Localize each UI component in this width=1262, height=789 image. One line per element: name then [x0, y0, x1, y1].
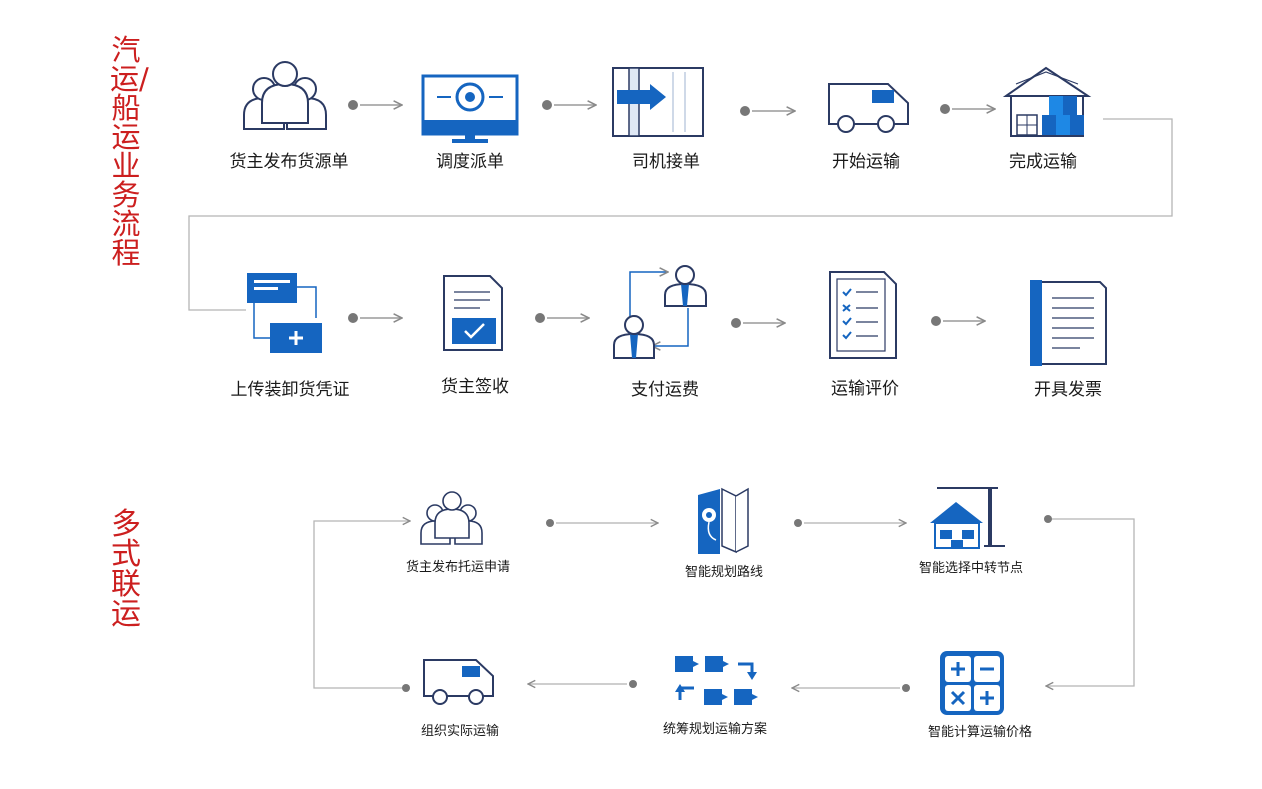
step-label: 组织实际运输 — [420, 724, 500, 739]
flow-arrow — [794, 519, 906, 527]
multimodal-arrows — [313, 515, 1135, 692]
payment-exchange-icon — [613, 265, 707, 359]
upload-docs-icon — [247, 273, 322, 353]
flow-arrow — [940, 104, 995, 114]
step-label: 货主发布货源单 — [229, 152, 349, 172]
signed-document-icon — [443, 275, 503, 351]
flow-arrow — [542, 100, 596, 110]
flow-arrow — [528, 680, 637, 688]
step-label: 开始运输 — [832, 152, 900, 172]
map-route-icon — [698, 487, 749, 554]
flow-arrow — [931, 316, 985, 326]
flow-plan-icon — [675, 656, 758, 705]
checklist-icon — [829, 271, 897, 359]
step-label: 统筹规划运输方案 — [662, 722, 768, 737]
right-loop-connector — [1046, 518, 1135, 686]
row-wrap-connector — [188, 118, 1173, 311]
transfer-house-icon — [930, 487, 1005, 549]
calculator-icon — [940, 651, 1004, 715]
step-label: 智能规划路线 — [684, 565, 764, 580]
truck-icon — [423, 659, 494, 705]
section-title-truck-ship: 汽运/船运业务流程 — [110, 33, 149, 270]
flow-arrow — [348, 100, 402, 110]
warehouse-icon — [1002, 66, 1092, 137]
monitor-dispatch-icon — [421, 74, 519, 143]
step-label: 开具发票 — [1034, 380, 1102, 400]
step-label: 智能计算运输价格 — [927, 725, 1033, 740]
flow-arrow — [740, 106, 795, 116]
step-label: 完成运输 — [1009, 152, 1077, 172]
step-label: 货主发布托运申请 — [405, 560, 511, 575]
step-label: 调度派单 — [436, 152, 504, 172]
truck-icon — [828, 83, 909, 133]
flow-arrow — [546, 519, 658, 527]
invoice-book-icon — [1030, 280, 1107, 366]
step-label: 上传装卸货凭证 — [230, 380, 350, 400]
step-label: 货主签收 — [441, 377, 509, 397]
flow-arrow — [792, 684, 910, 692]
flow-arrow — [535, 313, 589, 323]
step-label: 智能选择中转节点 — [918, 561, 1024, 576]
flow-arrow — [731, 318, 785, 328]
people-icon — [420, 491, 483, 545]
step-label: 司机接单 — [632, 152, 700, 172]
top-flow-arrows — [348, 100, 995, 328]
step-label: 运输评价 — [831, 379, 899, 399]
door-arrow-icon — [612, 67, 704, 137]
people-icon — [243, 61, 327, 130]
step-label: 支付运费 — [631, 380, 699, 400]
flow-arrow — [348, 313, 402, 323]
section-title-multimodal: 多式联运 — [111, 507, 141, 632]
left-loop-connector — [313, 521, 410, 689]
